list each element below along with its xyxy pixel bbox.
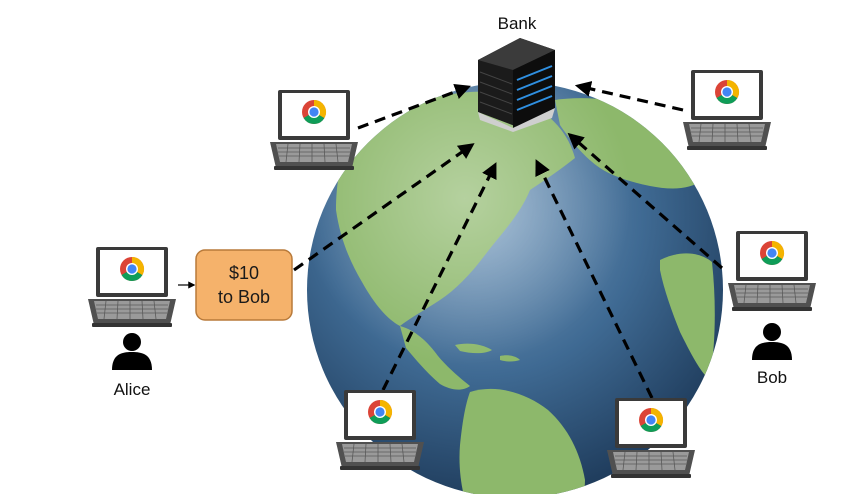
laptop-bob	[727, 230, 817, 312]
person-icon	[752, 323, 792, 360]
arrow-bob-to-bank	[567, 132, 724, 270]
bob-label: Bob	[757, 368, 787, 387]
laptop-bottom-right	[606, 397, 696, 479]
laptop-bottom-left	[335, 389, 425, 471]
bob: Bob	[752, 323, 792, 387]
connections	[293, 81, 724, 399]
bank-label: Bank	[498, 14, 537, 33]
message-amount: $10	[229, 263, 259, 283]
chrome-icon	[301, 100, 327, 125]
message-box: $10 to Bob	[195, 249, 293, 321]
message-recipient: to Bob	[218, 287, 270, 307]
person-icon	[112, 333, 152, 370]
chrome-icon	[714, 80, 740, 105]
arrow-message-to-bank	[293, 143, 475, 272]
chrome-icon	[119, 257, 145, 282]
chrome-icon	[638, 408, 664, 433]
chrome-icon	[759, 241, 785, 266]
alice-label: Alice	[114, 380, 151, 399]
arrow-bottomleft-to-bank	[381, 162, 497, 391]
laptop-top-right	[682, 69, 772, 151]
laptop-top-left	[269, 89, 359, 171]
alice: Alice	[112, 333, 152, 399]
laptop-alice	[87, 246, 177, 328]
bank-server: Bank	[478, 14, 555, 132]
server-icon	[478, 38, 555, 132]
arrow-topleft-to-bank	[357, 83, 471, 130]
chrome-icon	[367, 400, 393, 425]
arrow-bottomright-to-bank	[535, 159, 654, 399]
